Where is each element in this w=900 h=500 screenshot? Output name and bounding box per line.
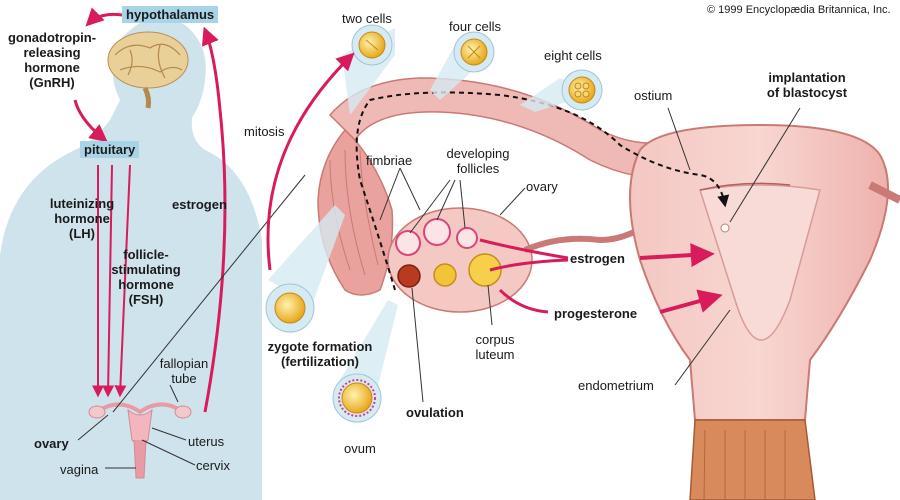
fallopian-line-2: tube (171, 371, 197, 386)
mitosis-label: mitosis (244, 124, 285, 139)
corpus-line-1: corpus (475, 332, 515, 347)
endometrium-label: endometrium (578, 378, 654, 393)
zygote-line-2: (fertilization) (281, 354, 359, 369)
ovary-hormone-arrows (479, 238, 723, 314)
main-leader-lines (379, 107, 801, 403)
lh-line-3: (LH) (69, 226, 95, 241)
ovum-label: ovum (344, 441, 376, 456)
blastocyst-dot (720, 223, 730, 233)
estrogen-main-label: estrogen (570, 251, 625, 266)
fsh-line-3: hormone (118, 277, 174, 292)
gnrh-line-2: releasing (23, 45, 81, 60)
gnrh-line-4: (GnRH) (29, 75, 75, 90)
developing-follicles-label: developing follicles (436, 146, 520, 176)
follicles-line-1: developing (446, 146, 510, 161)
left-leader-lines (77, 174, 306, 469)
four-cells-label: four cells (449, 19, 502, 34)
corpus-line-2: luteum (475, 347, 515, 362)
body-silhouette (0, 17, 262, 500)
mitosis-arrow (266, 52, 355, 271)
ovary-left-label: ovary (34, 436, 69, 451)
fsh-line-4: (FSH) (128, 292, 164, 307)
lh-line-1: luteinizing (49, 196, 115, 211)
fsh-label: follicle- stimulating hormone (FSH) (104, 247, 188, 307)
hypothalamus-label: hypothalamus (122, 6, 219, 23)
gnrh-label: gonadotropin- releasing hormone (GnRH) (4, 30, 100, 90)
implantation-line-1: implantation (768, 70, 846, 85)
uterus-label: uterus (188, 434, 225, 449)
zygote-label: zygote formation (fertilization) (250, 339, 390, 369)
fsh-line-2: stimulating (111, 262, 181, 277)
progesterone-label: progesterone (554, 306, 638, 321)
lh-label: luteinizing hormone (LH) (42, 196, 122, 241)
vagina-label: vagina (60, 462, 99, 477)
estrogen-left-label: estrogen (172, 197, 227, 212)
implantation-line-2: of blastocyst (766, 85, 848, 100)
uterus-large (629, 123, 900, 500)
fimbriae-label: fimbriae (366, 153, 413, 168)
ovulation-label: ovulation (406, 405, 464, 420)
fallopian-tube (317, 77, 691, 296)
ostium-label: ostium (634, 88, 673, 103)
egg-path (355, 91, 730, 291)
fsh-line-1: follicle- (123, 247, 169, 262)
gnrh-line-3: hormone (24, 60, 80, 75)
lh-line-2: hormone (54, 211, 110, 226)
fallopian-line-1: fallopian (159, 356, 209, 371)
small-reproductive-organs (88, 402, 192, 479)
ovary-main-label: ovary (526, 179, 558, 194)
two-cells-label: two cells (342, 11, 392, 26)
fallopian-tube-label: fallopian tube (152, 356, 216, 386)
corpus-luteum-label: corpus luteum (460, 332, 530, 362)
cervix-label: cervix (196, 458, 230, 473)
follicles-line-2: follicles (456, 161, 500, 176)
magnified-cells (265, 24, 603, 423)
gnrh-line-1: gonadotropin- (7, 30, 97, 45)
ovary-large (387, 207, 662, 313)
copyright-text: © 1999 Encyclopædia Britannica, Inc. (707, 4, 891, 16)
eight-cells-label: eight cells (544, 48, 602, 63)
implantation-label: implantation of blastocyst (752, 70, 862, 100)
brain-image (107, 31, 189, 109)
pituitary-label: pituitary (80, 141, 140, 158)
zygote-line-1: zygote formation (267, 339, 373, 354)
hormone-arrows (73, 7, 227, 413)
